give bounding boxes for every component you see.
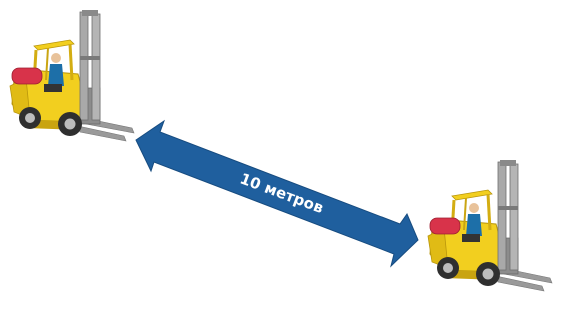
forklift-icon: [10, 10, 134, 141]
forklift-icon: [428, 160, 552, 291]
